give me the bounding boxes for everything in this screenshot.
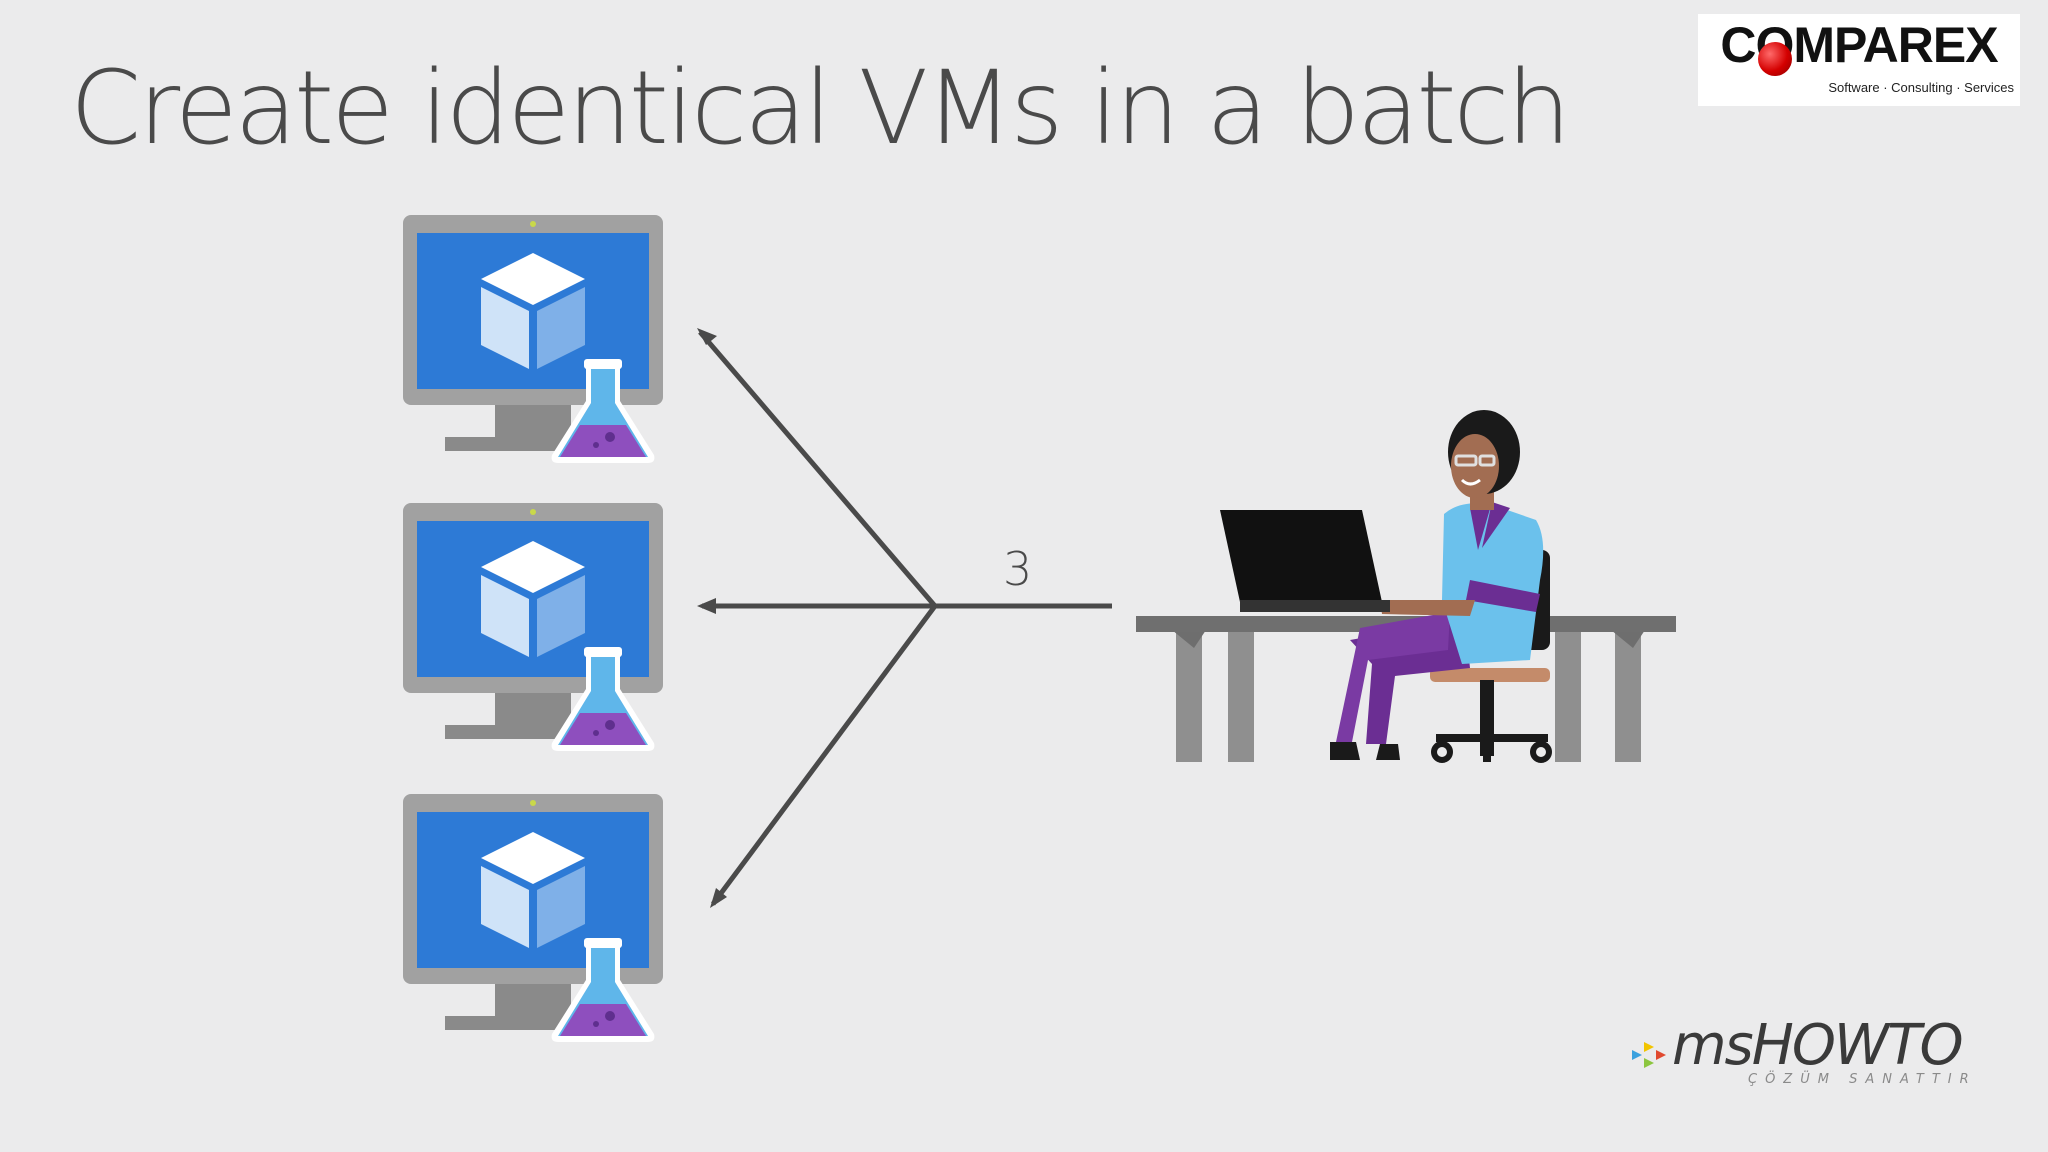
laptop-icon bbox=[1220, 510, 1390, 612]
mshowto-logo-tagline: ÇÖZÜM SANATTIR bbox=[1748, 1072, 1977, 1087]
vm-monitor-icon bbox=[403, 794, 663, 1042]
vm-monitor-icon bbox=[403, 215, 663, 463]
pants bbox=[1330, 612, 1470, 760]
person-at-desk-illustration bbox=[1136, 410, 1676, 763]
shirt bbox=[1442, 503, 1544, 664]
branch-arrows bbox=[698, 330, 1112, 906]
page-title: Create identical VMs in a batch bbox=[70, 49, 1571, 168]
comparex-logo-tagline: Software · Consulting · Services bbox=[1828, 80, 2014, 95]
triangle-arrows-icon bbox=[1632, 1042, 1666, 1068]
mshowto-logo: msHOWTO ÇÖZÜM SANATTIR bbox=[1630, 1018, 1970, 1090]
mshowto-logo-name: msHOWTO bbox=[1672, 1013, 1964, 1078]
vm-monitor-icon bbox=[403, 503, 663, 751]
vm-count-label: 3 bbox=[1003, 542, 1032, 596]
comparex-ball-icon bbox=[1758, 42, 1792, 76]
comparex-logo: COMPAREX Software · Consulting · Service… bbox=[1698, 14, 2020, 106]
arrowheads bbox=[697, 328, 727, 908]
